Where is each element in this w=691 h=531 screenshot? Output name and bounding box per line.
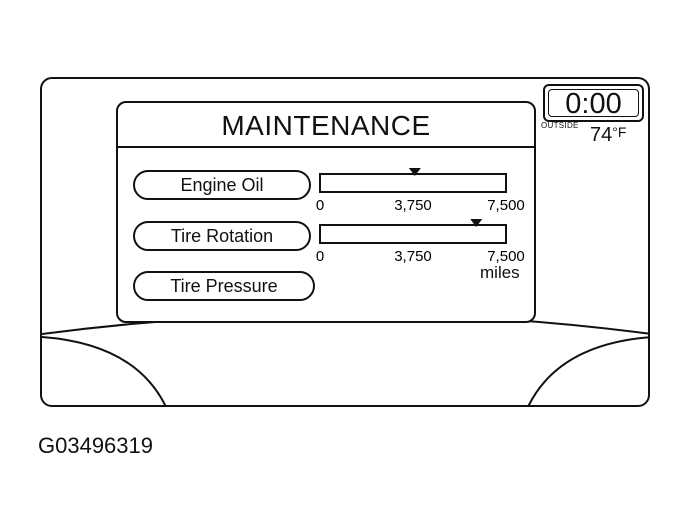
engine-oil-gauge: 0 3,750 7,500 bbox=[316, 168, 525, 214]
figure-id: G03496319 bbox=[38, 433, 153, 458]
gauge-mid-label: 3,750 bbox=[394, 197, 432, 214]
gauge-min-label: 0 bbox=[316, 197, 324, 214]
gauge-bar bbox=[319, 224, 507, 244]
temperature-value: 74 bbox=[590, 124, 613, 146]
gauge-mid-label: 3,750 bbox=[394, 248, 432, 265]
screen-title: MAINTENANCE bbox=[118, 103, 534, 148]
gauge-unit-label: miles bbox=[480, 263, 520, 282]
gauge-marker bbox=[470, 219, 483, 227]
outside-temp-label: OUTSIDE bbox=[541, 121, 579, 130]
engine-oil-button[interactable]: Engine Oil bbox=[133, 170, 311, 200]
gauge-bar bbox=[319, 173, 507, 193]
tire-pressure-button[interactable]: Tire Pressure bbox=[133, 271, 315, 301]
tire-pressure-label: Tire Pressure bbox=[170, 276, 278, 296]
gauge-max-label: 7,500 bbox=[487, 248, 525, 265]
tire-rotation-label: Tire Rotation bbox=[170, 226, 274, 246]
tire-rotation-gauge: 0 3,750 7,500 bbox=[316, 219, 525, 265]
engine-oil-label: Engine Oil bbox=[180, 175, 264, 195]
tire-rotation-button[interactable]: Tire Rotation bbox=[133, 221, 311, 251]
outside-temperature: 74°F bbox=[590, 124, 626, 147]
temperature-unit: °F bbox=[612, 124, 627, 140]
gauge-marker bbox=[408, 168, 421, 176]
clock-time: 0:00 bbox=[548, 89, 639, 119]
gauge-min-label: 0 bbox=[316, 248, 324, 265]
gauge-max-label: 7,500 bbox=[487, 197, 525, 214]
clock-display: 0:00 bbox=[543, 84, 644, 122]
